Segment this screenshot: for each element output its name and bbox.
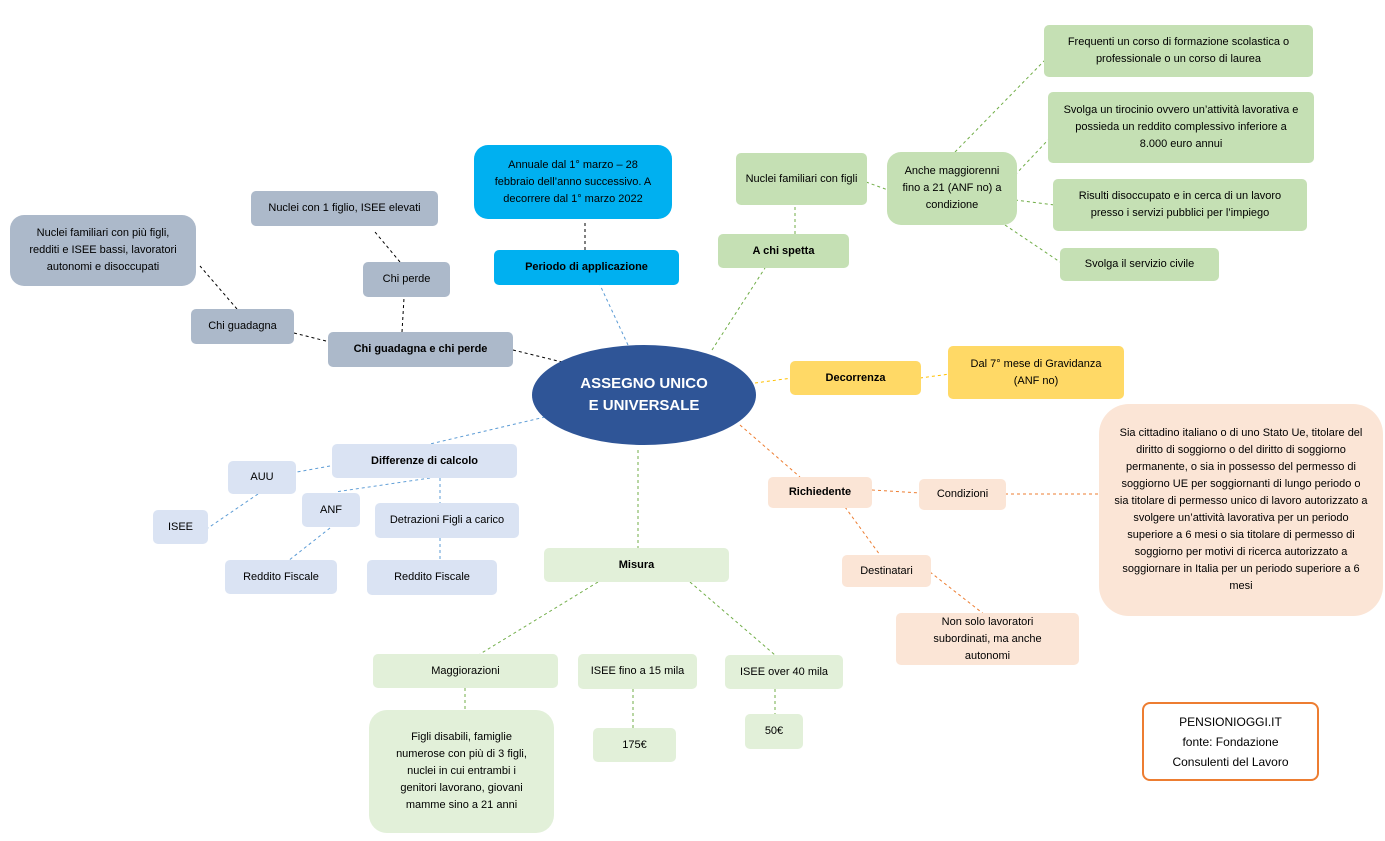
misura-label: Misura (544, 548, 729, 582)
isee-over-40-label: ISEE over 40 mila (725, 655, 843, 689)
decorrenza-detail: Dal 7° mese di Gravidanza (ANF no) (948, 346, 1124, 399)
chi-guadagna-detail: Nuclei familiari con più figli, redditi … (10, 215, 196, 286)
condizione-disoccupato: Risulti disoccupato e in cerca di un lav… (1053, 179, 1307, 231)
decorrenza-label: Decorrenza (790, 361, 921, 395)
condizione-tirocinio: Svolga un tirocinio ovvero un’attività l… (1048, 92, 1314, 163)
destinatari-detail: Non solo lavoratori subordinati, ma anch… (896, 613, 1079, 665)
source-box: PENSIONIOGGI.IT fonte: Fondazione Consul… (1142, 702, 1319, 781)
chi-perde-detail: Nuclei con 1 figlio, ISEE elevati (251, 191, 438, 226)
central-topic: ASSEGNO UNICO E UNIVERSALE (532, 345, 756, 445)
auu-isee: ISEE (153, 510, 208, 544)
condizioni-label: Condizioni (919, 479, 1006, 510)
isee-over-40-value: 50€ (745, 714, 803, 749)
nuclei-familiari: Nuclei familiari con figli (736, 153, 867, 205)
anf-label: ANF (302, 493, 360, 527)
chi-spetta-label: A chi spetta (718, 234, 849, 268)
differenze-label: Differenze di calcolo (332, 444, 517, 478)
isee-fino-15-value: 175€ (593, 728, 676, 762)
auu-label: AUU (228, 461, 296, 494)
source-credit: fonte: Fondazione Consulenti del Lavoro (1172, 734, 1289, 769)
maggiorenni-condizione: Anche maggiorenni fino a 21 (ANF no) a c… (887, 152, 1017, 225)
destinatari-label: Destinatari (842, 555, 931, 587)
source-site: PENSIONIOGGI.IT (1179, 714, 1282, 729)
condizione-formazione: Frequenti un corso di formazione scolast… (1044, 25, 1313, 77)
detrazioni-reddito-fiscale: Reddito Fiscale (367, 560, 497, 595)
detrazioni-label: Detrazioni Figli a carico (375, 503, 519, 538)
condizioni-detail: Sia cittadino italiano o di uno Stato Ue… (1099, 404, 1383, 616)
maggiorazioni-label: Maggiorazioni (373, 654, 558, 688)
periodo-label: Periodo di applicazione (494, 250, 679, 285)
isee-fino-15-label: ISEE fino a 15 mila (578, 654, 697, 689)
chi-perde-label: Chi perde (363, 262, 450, 297)
maggiorazioni-detail: Figli disabili, famiglie numerose con pi… (369, 710, 554, 833)
anf-reddito-fiscale: Reddito Fiscale (225, 560, 337, 594)
richiedente-label: Richiedente (768, 477, 872, 508)
chi-guadagna-perde-label: Chi guadagna e chi perde (328, 332, 513, 367)
chi-guadagna-label: Chi guadagna (191, 309, 294, 344)
condizione-servizio-civile: Svolga il servizio civile (1060, 248, 1219, 281)
periodo-detail: Annuale dal 1° marzo – 28 febbraio dell’… (474, 145, 672, 219)
